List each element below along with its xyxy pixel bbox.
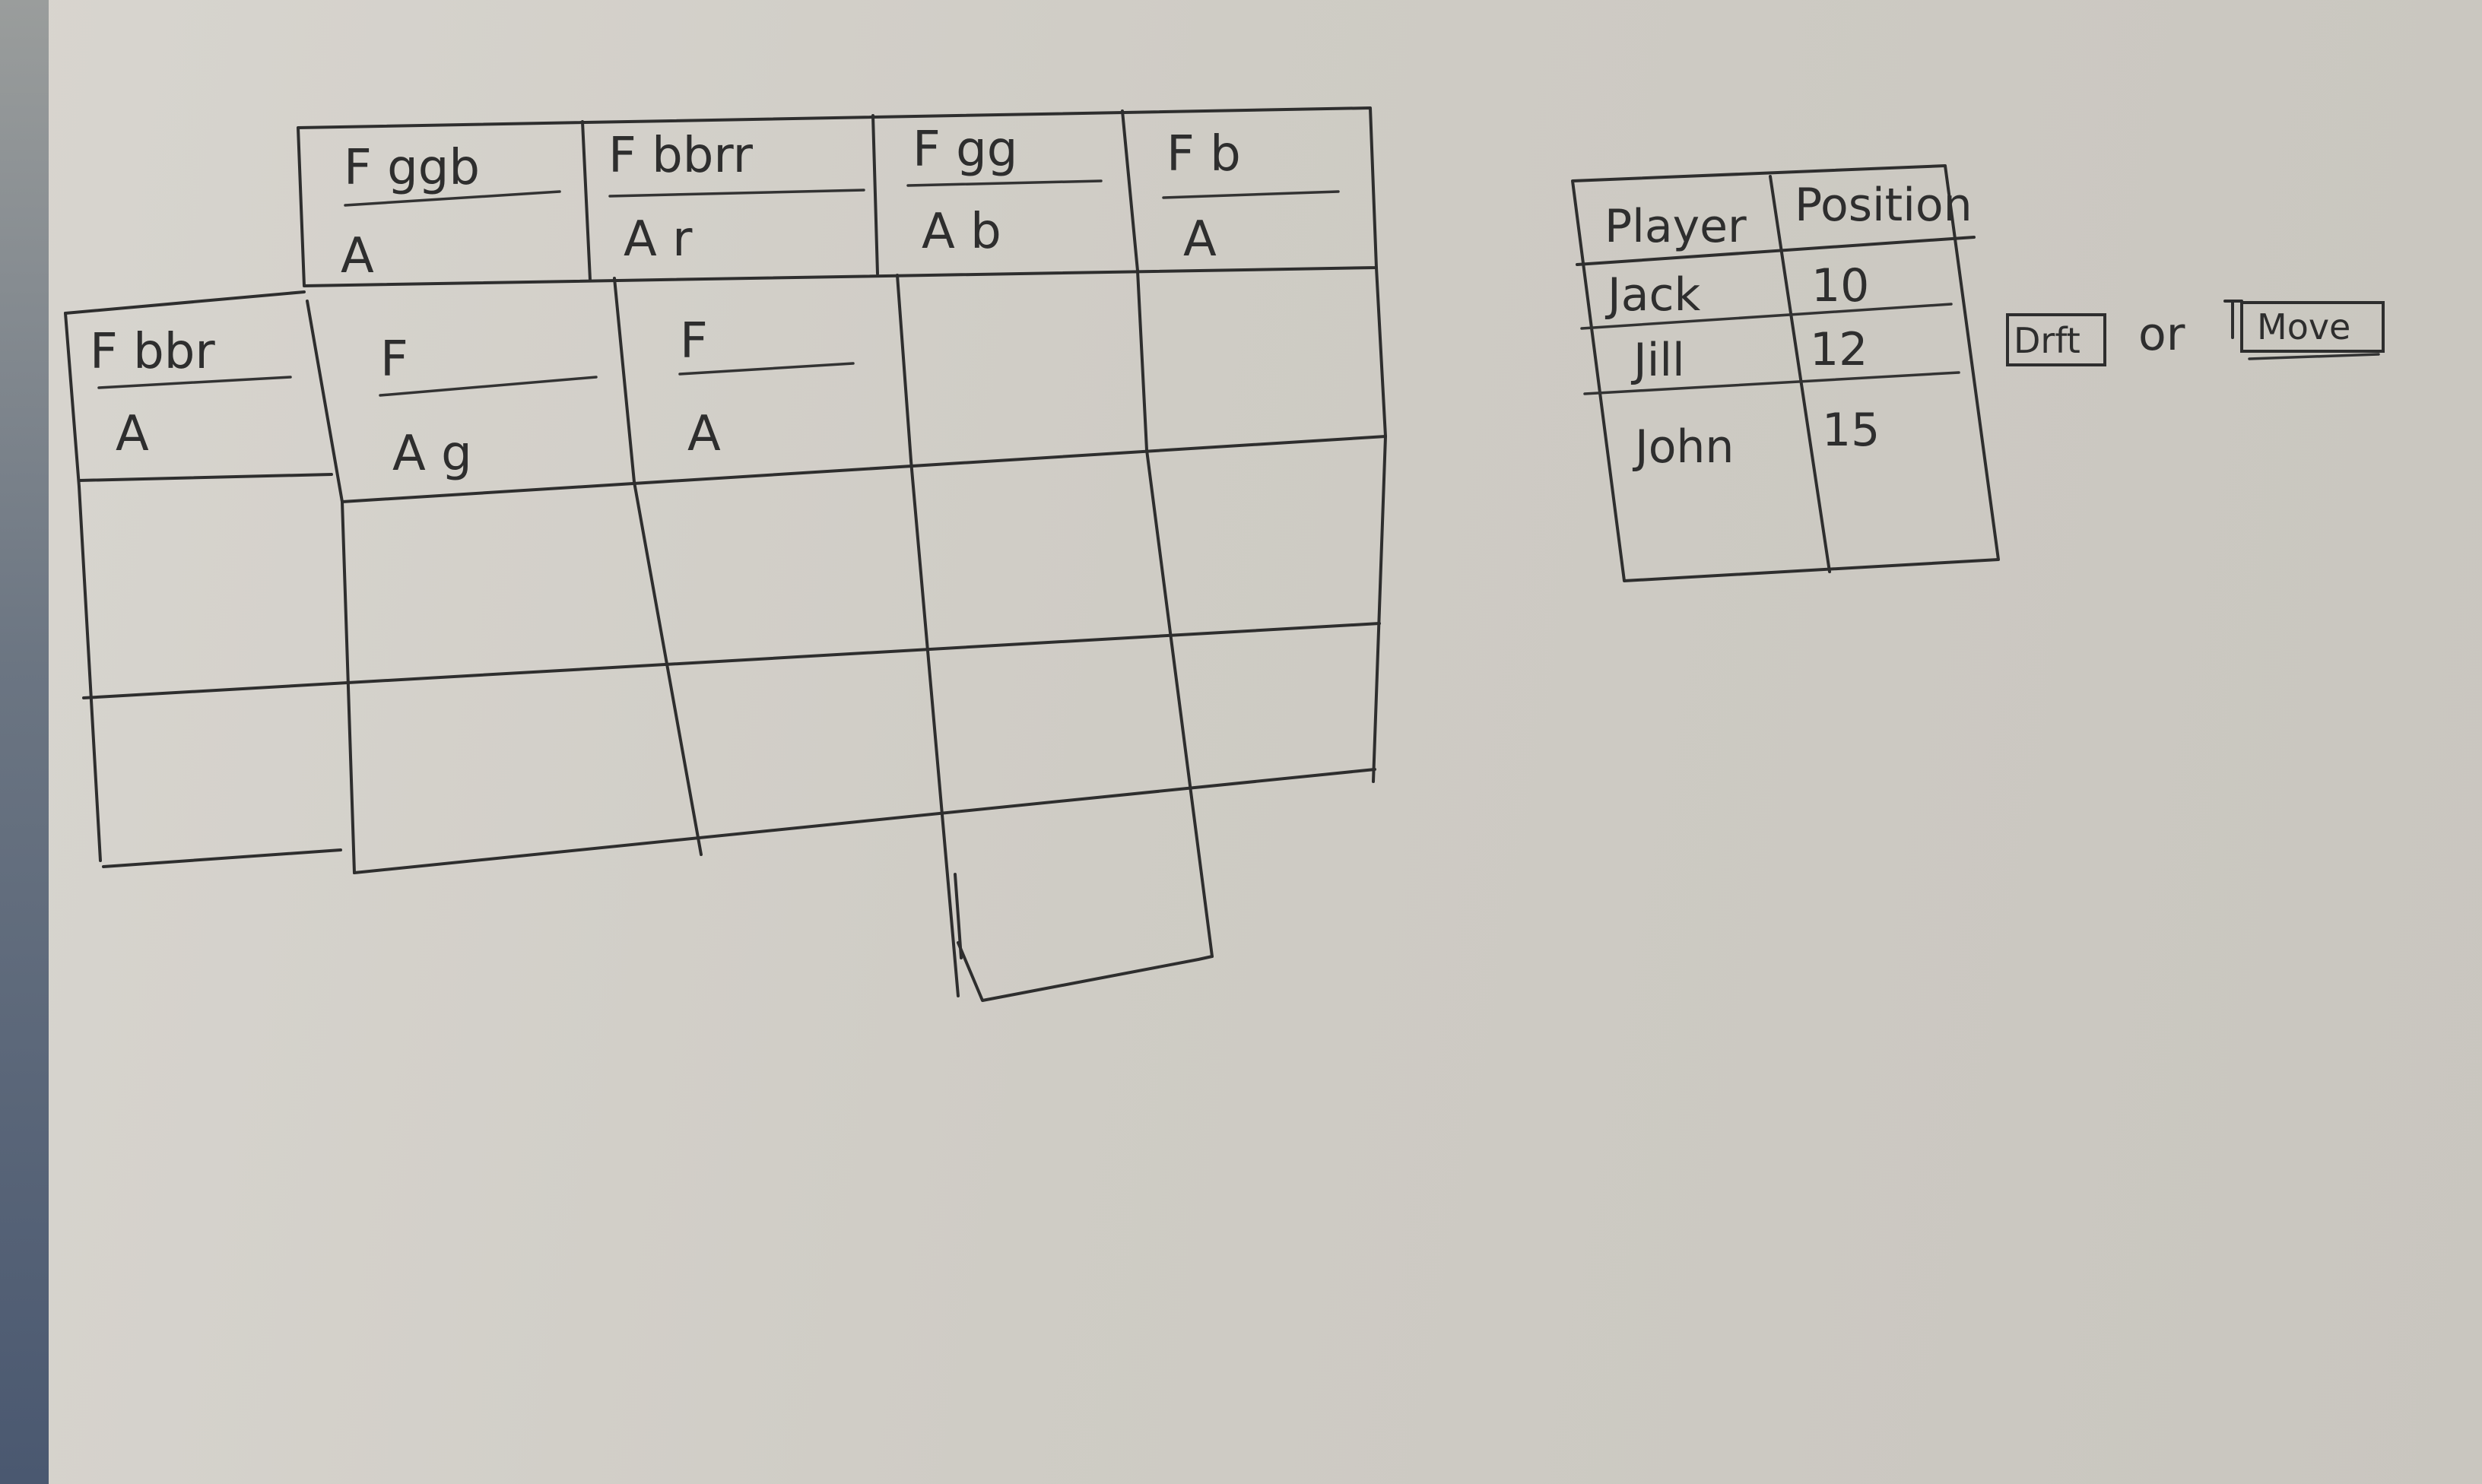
- table-row: Jill 12: [1630, 323, 1868, 387]
- player-position: 10: [1811, 259, 1869, 312]
- move-button[interactable]: Move: [2223, 298, 2386, 362]
- tile-top-1: F ggb A: [341, 140, 561, 284]
- board-grid: [64, 106, 1387, 1002]
- tile-top-4-a: A: [1183, 211, 1217, 268]
- players-table: Player Position Jack 10 Jill 12 John 15: [1571, 164, 2000, 582]
- player-name: Jill: [1630, 334, 1685, 387]
- tile-top-3-f: F gg: [912, 122, 1017, 178]
- tile-top-1-a: A: [341, 228, 374, 284]
- tile-top-4-f: F b: [1166, 126, 1241, 182]
- action-separator: or: [2138, 308, 2185, 361]
- draft-button[interactable]: Drft: [2006, 313, 2106, 366]
- draft-button-label: Drft: [2014, 320, 2080, 361]
- player-name: Jack: [1604, 268, 1700, 322]
- tile-row2-2: F A: [678, 313, 855, 462]
- players-header-player: Player: [1604, 200, 1747, 253]
- tile-row2-2-f: F: [680, 313, 708, 369]
- table-row: Jack 10: [1604, 259, 1869, 322]
- tile-top-3-a: A b: [922, 204, 1001, 260]
- player-name: John: [1632, 420, 1734, 474]
- tile-row2-2-a: A: [687, 406, 721, 462]
- table-row: John 15: [1632, 404, 1880, 474]
- photo-edge: [0, 0, 49, 1484]
- tile-left: F bbr A: [90, 324, 292, 462]
- board-tiles: F ggb A F bbrr A r F gg A b F b A F bbr …: [90, 122, 1340, 482]
- move-button-label: Move: [2257, 306, 2350, 347]
- player-position: 12: [1810, 323, 1868, 376]
- tile-row2-1-f: F: [380, 331, 408, 388]
- player-position: 15: [1822, 404, 1880, 457]
- tile-row2-1-a: A g: [392, 426, 472, 482]
- tile-top-4: F b A: [1162, 126, 1340, 268]
- players-header-position: Position: [1795, 179, 1973, 232]
- tile-row2-1: F A g: [379, 331, 598, 482]
- tile-left-a: A: [116, 406, 149, 462]
- tile-left-f: F bbr: [90, 324, 215, 380]
- tile-top-1-f: F ggb: [344, 140, 480, 196]
- tile-top-3: F gg A b: [906, 122, 1103, 260]
- tile-top-2: F bbrr A r: [608, 128, 865, 268]
- tile-top-2-a: A r: [624, 211, 693, 268]
- tile-top-2-f: F bbrr: [608, 128, 754, 184]
